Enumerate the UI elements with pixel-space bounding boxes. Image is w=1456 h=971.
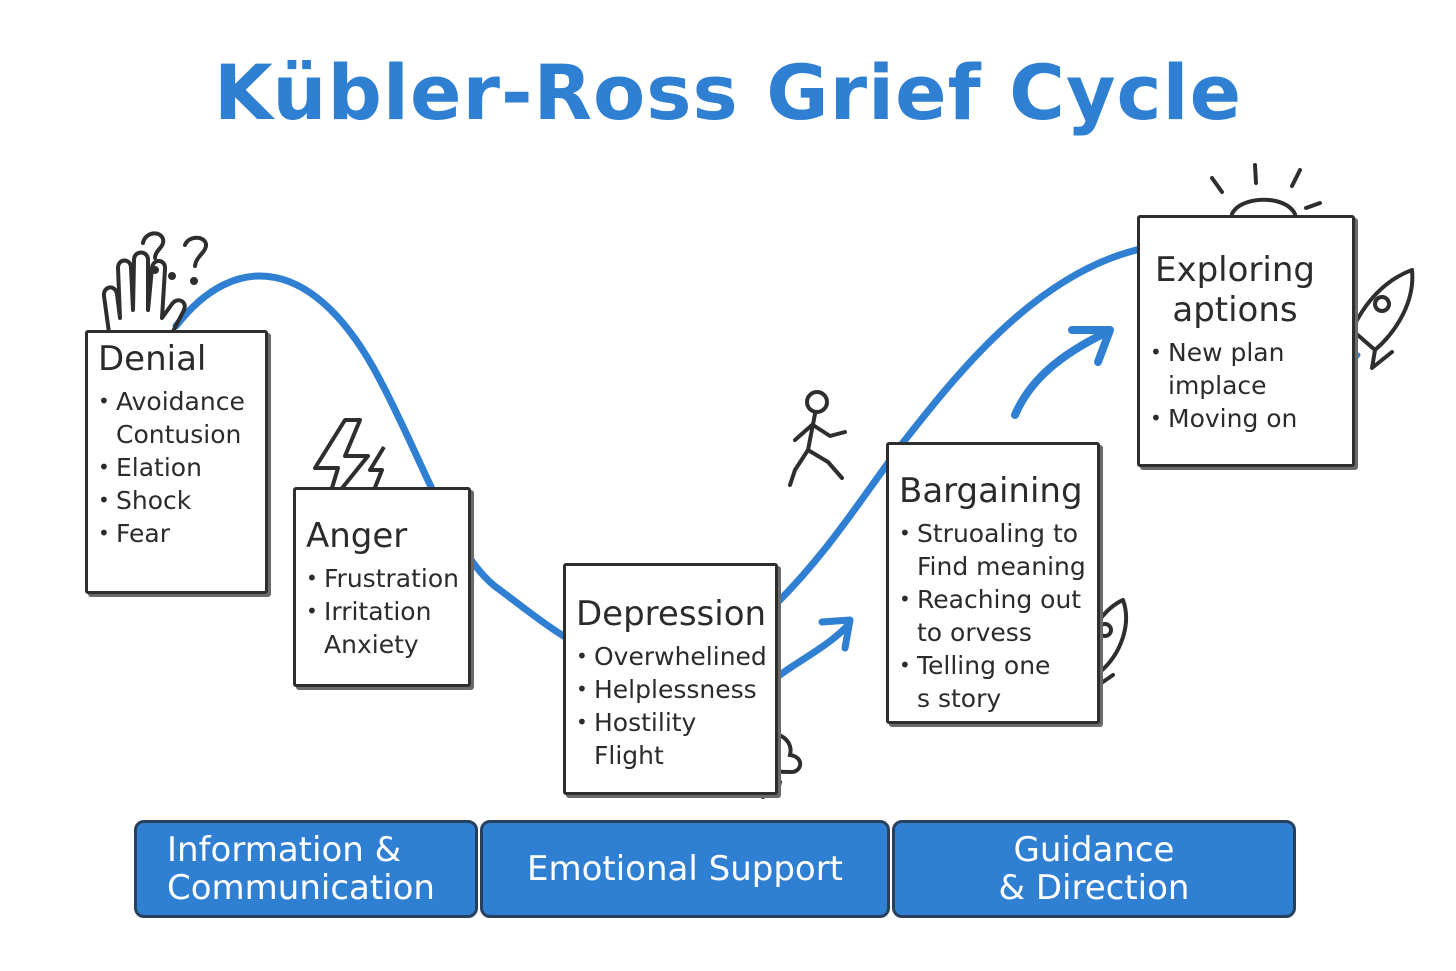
stage-item: Frustration (306, 562, 459, 595)
stage-title: Exploring aptions (1155, 250, 1315, 330)
stage-card-denial: Denial Avoidance Contusion Elation Shock… (85, 330, 268, 594)
stage-card-bargaining: Bargaining Struoaling to Find meaning Re… (886, 442, 1100, 724)
stage-card-anger: Anger Frustration Irritation Anxiety (293, 487, 471, 687)
stage-item: Elation (98, 451, 255, 484)
support-bar-emotional: Emotional Support (480, 820, 890, 918)
stage-item: Shock (98, 484, 255, 517)
stage-card-exploring: Exploring aptions New plan implace Movin… (1137, 215, 1355, 467)
stage-item: to orvess (917, 618, 1032, 647)
stage-card-depression: Depression Overwhelined Helplessness Hos… (563, 563, 778, 795)
stage-item: Fear (98, 517, 255, 550)
stage-item: implace (1168, 371, 1267, 400)
support-bar-label: Information & Communication (167, 830, 435, 908)
stage-item: Hostility (576, 706, 765, 739)
stage-item: Helplessness (576, 673, 765, 706)
stage-item: Find meaning (917, 552, 1086, 581)
stage-title: Denial (98, 339, 207, 379)
stage-title: Bargaining (899, 471, 1083, 511)
stage-item: Contusion (116, 420, 242, 449)
stage-item: Struoaling to (899, 517, 1087, 550)
question-marks-icon (141, 231, 209, 285)
support-bar-guidance: Guidance & Direction (892, 820, 1296, 918)
stage-item: Irritation (306, 595, 458, 628)
support-bar-label: Emotional Support (526, 849, 844, 889)
stage-item: s story (917, 684, 1002, 713)
stage-title: Depression (576, 594, 767, 634)
stage-item: Anxiety (324, 630, 419, 659)
arrow-icon (776, 616, 854, 679)
stage-item: Reaching out (899, 583, 1087, 616)
stage-item: Moving on (1150, 402, 1342, 435)
grief-curve (172, 244, 1149, 644)
lightning-icon (313, 418, 386, 510)
stage-item: Avoidance (98, 385, 255, 418)
stage-item: Telling one (899, 649, 1087, 682)
support-bar-information: Information & Communication (134, 820, 478, 918)
walking-person-icon (788, 390, 847, 487)
support-bar-label: Guidance & Direction (998, 830, 1190, 908)
stage-item: Flight (594, 741, 664, 770)
diagram-title: Kübler-Ross Grief Cycle (213, 48, 1243, 137)
arrow-icon (1011, 326, 1114, 419)
sunrise-icon (1210, 163, 1322, 216)
stage-item: New plan (1150, 336, 1342, 369)
stage-item: Overwhelined (576, 640, 767, 673)
stage-title: Anger (306, 516, 408, 556)
